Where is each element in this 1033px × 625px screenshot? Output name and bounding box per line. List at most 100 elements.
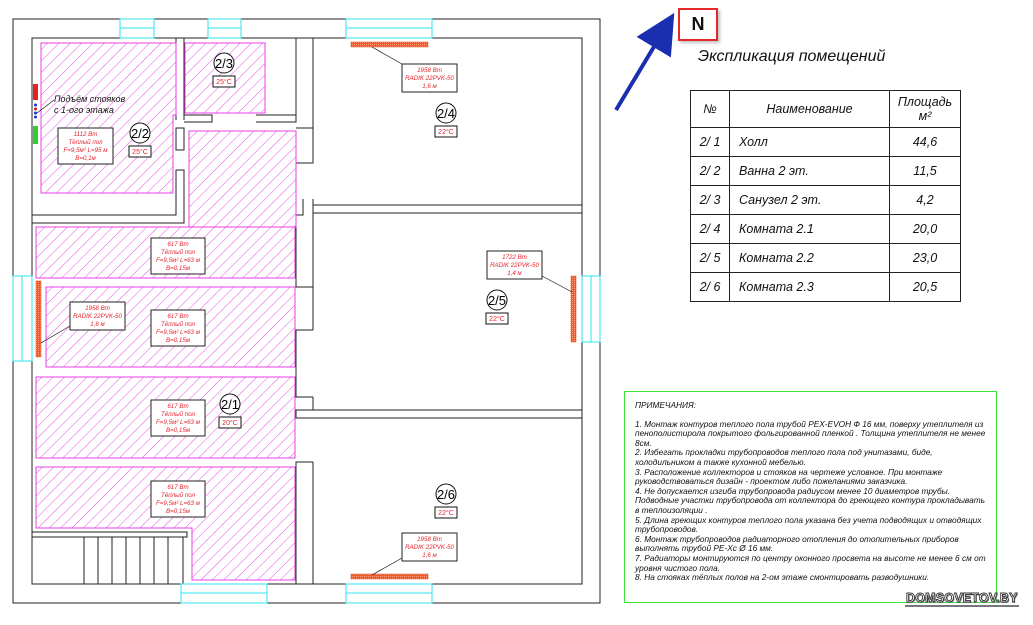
- radiator-label-left-line: 1958 Вт: [85, 305, 110, 312]
- note-item: 8. На стояках тёплых полов на 2-ом этаже…: [635, 572, 930, 583]
- row-name: Ванна 2 эт.: [729, 156, 890, 186]
- room-temperature: 25°C: [132, 148, 148, 156]
- row-number: 2/ 5: [690, 243, 730, 273]
- window-bottom-1: [180, 583, 268, 604]
- floor-heating-label-loop-2-line: Тёплый пол: [161, 321, 196, 328]
- col-header-number: №: [690, 90, 730, 128]
- windows: [12, 18, 601, 604]
- row-area: 20,5: [889, 272, 961, 302]
- floor-heating-label-loop-4-line: B=0,15м: [166, 508, 191, 515]
- row-name: Холл: [729, 127, 890, 157]
- radiator-bottom: [350, 573, 429, 580]
- room-id: 2/4: [437, 106, 455, 121]
- row-area: 4,2: [889, 185, 961, 215]
- riser-markers: Подъём стояков с 1-ого этажа: [33, 84, 126, 144]
- row-name: Комната 2.1: [729, 214, 890, 244]
- floor-heating-label-loop-2-line: B=0,15м: [166, 337, 191, 344]
- notes-title: ПРИМЕЧАНИЯ:: [635, 400, 696, 410]
- radiator-left: [35, 280, 42, 358]
- room-marker: 2/522°C: [485, 289, 509, 325]
- row-area: 11,5: [889, 156, 961, 186]
- row-area: 20,0: [889, 214, 961, 244]
- north-indicator: N: [678, 8, 718, 41]
- room-id: 2/3: [215, 56, 233, 71]
- radiator-label-right-line: 1,4 м: [507, 270, 522, 277]
- floor-heating-label-loop-1-line: Тёплый пол: [161, 249, 196, 256]
- row-name: Комната 2.2: [729, 243, 890, 273]
- window-top-3: [345, 18, 433, 39]
- heated-floor-hall-top: [188, 130, 297, 228]
- row-area: 44,6: [889, 127, 961, 157]
- notes-panel: ПРИМЕЧАНИЯ: 1. Монтаж контуров теплого п…: [624, 391, 997, 603]
- note-item: 2. Избегать прокладки трубопроводов тепл…: [635, 447, 933, 467]
- floor-heating-label-loop-3-line: 617 Вт: [167, 403, 188, 410]
- riser-label-line-2: с 1-ого этажа: [54, 105, 114, 115]
- floor-heating-label-loop-3-line: B=0,15м: [166, 427, 191, 434]
- col-header-name: Наименование: [729, 90, 890, 128]
- window-right: [581, 275, 601, 343]
- floor-heating-label-loop-4-line: 617 Вт: [167, 484, 188, 491]
- room-marker: 2/6 22°C: [434, 483, 458, 519]
- radiator-label-bottom-line: RADIK 22PVK-50: [405, 544, 454, 551]
- room-temperature: 25°C: [216, 78, 232, 86]
- floor-heating-label-loop-3-line: Тёплый пол: [161, 411, 196, 418]
- floor-heating-label-loop-1-line: F=9,5м² L=63 м: [156, 257, 201, 264]
- room-id: 2/1: [221, 397, 239, 412]
- radiator-right: [570, 275, 577, 343]
- room-id: 2/6: [437, 487, 455, 502]
- room-marker: 2/3 25°C: [212, 52, 236, 88]
- floor-heating-label-loop-3-line: F=9,5м² L=63 м: [156, 419, 201, 426]
- floor-heating-label-bath-line: B=0,1м: [75, 155, 96, 162]
- radiator-label-left-line: RADIK 22PVK-50: [73, 313, 122, 320]
- room-id: 2/2: [131, 126, 149, 141]
- floor-heating-label-loop-2-line: F=9,5м² L=63 м: [156, 329, 201, 336]
- room-marker: 2/4 22°C: [434, 102, 458, 138]
- floor-heating-label-bath-line: F=9,5м² L=95 м: [64, 147, 109, 154]
- table-header-row: № Наименование Площадь м²: [690, 90, 961, 128]
- row-number: 2/ 1: [690, 127, 730, 157]
- window-left: [12, 275, 33, 362]
- interior-walls: [31, 38, 582, 585]
- floor-heating-label-loop-4-line: F=9,5м² L=63 м: [156, 500, 201, 507]
- radiator-label-right-line: 1722 Вт: [502, 254, 527, 261]
- window-top-1: [119, 18, 155, 39]
- note-item: 6. Монтаж трубопроводов радиаторного ото…: [635, 533, 959, 554]
- floor-heating-label-loop-1-line: 617 Вт: [167, 241, 188, 248]
- row-area: 23,0: [889, 243, 961, 273]
- window-top-2: [207, 18, 242, 39]
- floor-heating-label-bath-line: 1112 Вт: [74, 131, 98, 138]
- radiator-label-bottom-line: 1958 Вт: [417, 536, 442, 543]
- radiator-top: [350, 41, 429, 48]
- row-number: 2/ 3: [690, 185, 730, 215]
- explication-title: Экспликация помещений: [698, 48, 886, 65]
- radiator-label-right-line: RADIK 22PVK-50: [490, 262, 539, 269]
- floor-heating-label-bath-line: Тёплый пол: [68, 139, 103, 146]
- leader-lines: [40, 46, 573, 576]
- row-name: Санузел 2 эт.: [729, 185, 890, 215]
- room-id: 2/5: [488, 293, 506, 308]
- radiator-label-top-line: 1,6 м: [422, 83, 437, 90]
- floor-heating-label-loop-1-line: B=0,15м: [166, 265, 191, 272]
- watermark: DOMSOVETOV.BY: [905, 591, 1019, 607]
- north-arrow-icon: [614, 12, 675, 112]
- room-temperature: 22°C: [438, 509, 454, 517]
- floor-heating-label-loop-4-line: Тёплый пол: [161, 492, 196, 499]
- radiator-label-top-line: RADIK 22PVK-50: [405, 75, 454, 82]
- room-temperature: 20°C: [222, 419, 238, 427]
- radiators: [35, 41, 577, 580]
- room-temperature: 22°C: [438, 128, 454, 136]
